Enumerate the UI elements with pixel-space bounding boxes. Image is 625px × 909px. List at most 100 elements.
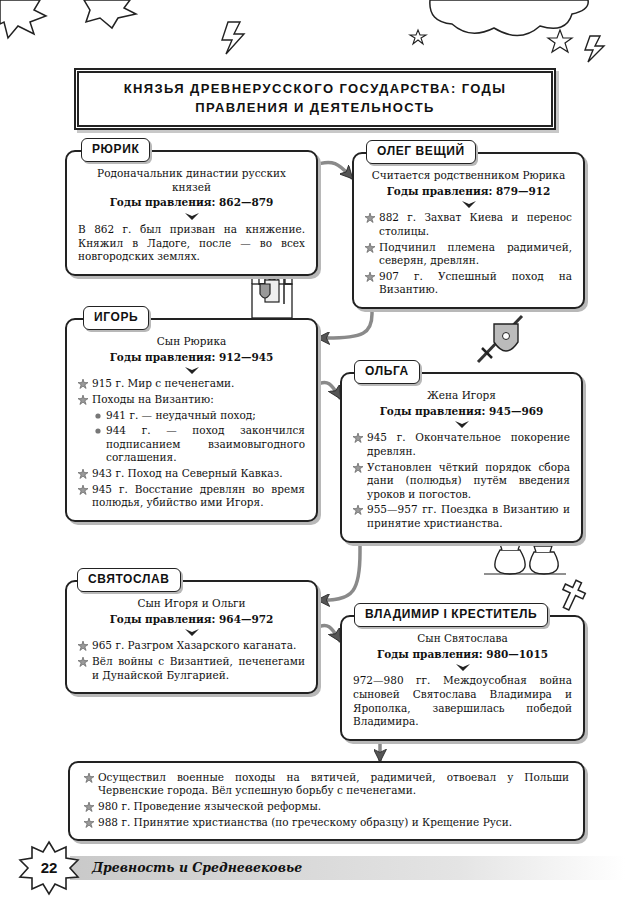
sequence-arrow <box>318 382 340 398</box>
bullet-dot <box>94 412 102 420</box>
ground <box>484 573 566 574</box>
relation-note: Родоначальник династии русских князей <box>78 167 305 194</box>
relation-note: Считается родственником Рюрика <box>365 169 572 183</box>
bullet-star <box>365 272 375 282</box>
prince-box: ИГОРЬСын РюрикаГоды правления: 912—94591… <box>65 318 318 522</box>
relation-note: Жена Игоря <box>353 389 570 403</box>
money-bags <box>484 544 566 574</box>
bullet-star <box>78 395 88 405</box>
bullet-star <box>365 213 375 223</box>
bullet-star <box>84 802 94 812</box>
bullet-star <box>78 395 88 405</box>
event-item: Вёл войны с Византией, печенегами и Дуна… <box>92 655 305 682</box>
bullet-star <box>78 469 88 479</box>
bullet-star <box>365 272 375 282</box>
event-text: 972—980 гг. Междоусобная война сыновей С… <box>353 674 572 729</box>
page-title: КНЯЗЬЯ ДРЕВНЕРУССКОГО ГОСУДАРСТВА: ГОДЫ … <box>115 80 515 118</box>
bullet-star <box>78 641 88 651</box>
sub-item: 944 г. — поход закончился подписанием вз… <box>106 424 305 465</box>
sword-blade <box>478 316 522 362</box>
relation-note: Сын Рюрика <box>78 335 305 349</box>
bag-neck <box>500 544 520 550</box>
event-text: В 862 г. был призван на княжение. Княжил… <box>78 223 305 264</box>
bullet-star <box>84 802 94 812</box>
reign-years: Годы правления: 945—969 <box>353 405 570 419</box>
prince-name: РЮРИК <box>81 138 150 162</box>
event-item: Осуществил военные походы на вятичей, ра… <box>98 771 569 798</box>
chevron <box>184 366 200 375</box>
bullet-star <box>353 433 363 443</box>
event-item: 988 г. Принятие христианства (по греческ… <box>98 816 569 830</box>
event-item: Установлен чёткий порядок сбора дани (по… <box>367 461 570 502</box>
prince-box: ОЛЬГАЖена ИгоряГоды правления: 945—96994… <box>340 372 583 543</box>
bullet-star <box>353 433 363 443</box>
comic-burst <box>84 0 136 28</box>
sequence-arrow <box>318 162 352 178</box>
prince-box: ВЛАДИМИР I КРЕСТИТЕЛЬСын СвятославаГоды … <box>340 615 585 741</box>
bullet-star <box>78 641 88 651</box>
bullet-star <box>78 379 88 389</box>
event-item: 955—957 гг. Поездка в Византию и приняти… <box>367 503 570 530</box>
page-number: 22 <box>22 859 76 876</box>
event-item: 965 г. Разгром Хазарского каганата. <box>92 639 305 653</box>
chevron <box>185 367 199 374</box>
shield-boss <box>503 333 510 340</box>
reign-years: Годы правления: 879—912 <box>365 185 572 199</box>
sequence-arrow <box>318 309 372 338</box>
knight-shield <box>260 284 270 298</box>
sequence-arrow <box>318 543 360 600</box>
bullet-star <box>365 243 375 253</box>
bullet-star <box>84 773 94 783</box>
relation-note: Сын Игоря и Ольги <box>78 597 305 611</box>
event-item: 945 г. Окончательное покорение древлян. <box>367 431 570 458</box>
speech-cloud <box>430 0 588 36</box>
chevron <box>184 628 200 637</box>
bullet-star <box>353 463 363 473</box>
prince-name: ВЛАДИМИР I КРЕСТИТЕЛЬ <box>354 603 548 627</box>
cross <box>556 577 589 613</box>
prince-box: ОЛЕГ ВЕЩИЙСчитается родственником Рюрика… <box>352 152 585 309</box>
bullet-star <box>365 213 375 223</box>
bullet-dot <box>94 427 102 435</box>
chevron <box>455 421 469 428</box>
footer-band <box>70 856 625 880</box>
reign-years: Годы правления: 964—972 <box>78 613 305 627</box>
sub-item: 941 г. — неудачный поход; <box>106 409 305 423</box>
shield <box>494 324 518 351</box>
prince-box: Осуществил военные походы на вятичей, ра… <box>68 761 585 842</box>
chevron <box>456 664 470 671</box>
bullet-star <box>365 243 375 253</box>
title-frame: КНЯЗЬЯ ДРЕВНЕРУССКОГО ГОСУДАРСТВА: ГОДЫ … <box>74 68 556 130</box>
comic-burst <box>0 0 46 38</box>
bullet-star <box>78 469 88 479</box>
bullet-dot <box>95 429 100 434</box>
event-item: 943 г. Поход на Северный Кавказ. <box>92 467 305 481</box>
prince-name: ОЛЕГ ВЕЩИЙ <box>366 140 476 164</box>
bag <box>495 550 525 574</box>
bullet-star <box>78 485 88 495</box>
bag <box>530 552 558 574</box>
section-name: Древность и Средневековье <box>92 860 302 875</box>
chevron <box>454 420 470 429</box>
reign-years: Годы правления: 980—1015 <box>353 648 572 662</box>
chevron <box>455 663 471 672</box>
prince-box: СВЯТОСЛАВСын Игоря и ОльгиГоды правления… <box>65 580 318 694</box>
bullet-star <box>353 505 363 515</box>
bullet-star <box>84 818 94 828</box>
sequence-arrow <box>378 741 382 761</box>
chevron <box>462 201 476 208</box>
bag-neck <box>534 546 552 552</box>
bullet-star <box>353 505 363 515</box>
reign-years: Годы правления: 862—879 <box>78 196 305 210</box>
chevron <box>185 629 199 636</box>
comic-star <box>410 30 426 44</box>
prince-name: ИГОРЬ <box>83 306 149 330</box>
lightning <box>222 22 244 54</box>
chevron <box>461 200 477 209</box>
event-item: 907 г. Успешный поход на Византию. <box>379 270 572 297</box>
comic-star <box>548 30 572 52</box>
event-item: Подчинил племена радимичей, северян, дре… <box>379 241 572 268</box>
sword-guard <box>482 348 492 358</box>
event-item: 915 г. Мир с печенегами. <box>92 377 305 391</box>
chevron <box>184 212 200 221</box>
